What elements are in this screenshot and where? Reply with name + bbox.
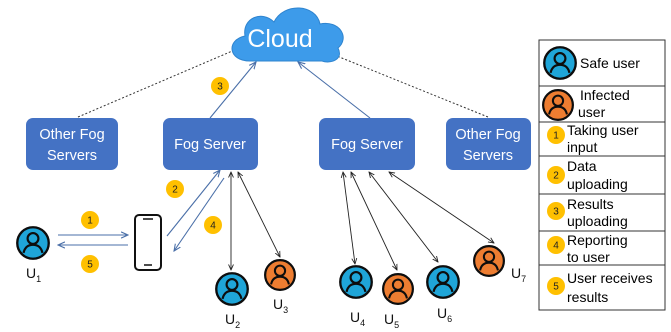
svg-text:1: 1 <box>553 131 559 142</box>
legend-step1-line2: input <box>567 139 597 155</box>
svg-text:3: 3 <box>217 82 223 93</box>
server-label-line1: Other Fog <box>455 127 520 143</box>
user-u3: U3 <box>264 259 296 315</box>
fog-u4-link <box>343 172 355 264</box>
svg-text:2: 2 <box>172 185 178 196</box>
step-badge-4: 4 <box>204 216 222 234</box>
svg-text:1: 1 <box>87 216 93 227</box>
svg-text:4: 4 <box>553 241 559 252</box>
user-u2: U2 <box>215 272 249 330</box>
infected-user-icon <box>264 259 296 291</box>
other-right-to-cloud-link <box>321 49 489 118</box>
infected-user-icon <box>382 273 414 305</box>
fog-left-to-cloud-arrow <box>209 62 256 119</box>
user-label: U3 <box>273 296 288 315</box>
fog-u6-link <box>369 172 438 262</box>
legend: Safe user Infected user 1 Taking user in… <box>538 39 666 311</box>
legend-step5-line2: results <box>567 289 608 305</box>
legend-step1-line1: Taking user <box>567 122 639 138</box>
other-fog-servers-right: Other Fog Servers <box>446 118 531 170</box>
step-badge-1: 1 <box>81 211 99 229</box>
fog-to-phone-arrow <box>174 177 225 251</box>
legend-badge-5 <box>547 277 565 295</box>
user-u7: U7 <box>473 245 526 284</box>
legend-step3-line2: uploading <box>567 213 628 229</box>
other-fog-servers-left: Other Fog Servers <box>26 118 118 170</box>
legend-step4-line2: to user <box>567 249 610 265</box>
user-u5: U5 <box>382 273 414 330</box>
svg-text:5: 5 <box>87 260 93 271</box>
fog-server-left: Fog Server <box>163 118 258 170</box>
user-u1: U1 <box>16 226 50 284</box>
server-label: Fog Server <box>331 137 403 153</box>
legend-step4-line1: Reporting <box>567 232 628 248</box>
legend-step2-line2: uploading <box>567 176 628 192</box>
svg-text:3: 3 <box>553 207 559 218</box>
fog-u3-link <box>238 172 280 257</box>
legend-badge-1 <box>547 126 565 144</box>
legend-step3-line1: Results <box>567 196 614 212</box>
legend-infected-line2: user <box>578 104 606 120</box>
safe-user-icon <box>543 46 577 80</box>
user-label: U2 <box>225 311 240 330</box>
server-label: Fog Server <box>174 137 246 153</box>
safe-user-icon <box>426 265 460 299</box>
fog-server-right: Fog Server <box>319 118 415 170</box>
fog-u7-link <box>389 172 494 243</box>
legend-step5-line1: User receives <box>567 270 653 286</box>
smartphone-icon <box>134 214 162 271</box>
infected-user-icon <box>473 245 505 277</box>
user-label: U6 <box>437 305 452 324</box>
svg-text:2: 2 <box>553 171 559 182</box>
cloud-shape <box>231 7 344 63</box>
legend-badge-4 <box>547 236 565 254</box>
user-u6: U6 <box>426 265 460 324</box>
fog-right-to-cloud-arrow <box>298 62 371 119</box>
legend-infected-line1: Infected <box>580 87 630 103</box>
user-label: U1 <box>26 265 41 284</box>
safe-user-icon <box>16 226 50 260</box>
legend-safe-label: Safe user <box>580 55 640 71</box>
server-label-line1: Other Fog <box>39 127 104 143</box>
server-label-line2: Servers <box>463 148 513 164</box>
safe-user-icon <box>339 265 373 299</box>
phone-to-fog-arrow <box>166 170 220 237</box>
cloud-node: Cloud <box>231 7 344 63</box>
svg-text:4: 4 <box>210 221 216 232</box>
cloud-label: Cloud <box>247 25 312 53</box>
server-box <box>446 118 531 170</box>
step-badge-3: 3 <box>211 77 229 95</box>
user-label: U4 <box>350 309 365 328</box>
step-badge-2: 2 <box>166 180 184 198</box>
user-label: U7 <box>511 265 526 284</box>
legend-badge-2 <box>547 166 565 184</box>
server-box <box>163 118 258 170</box>
legend-step2-line1: Data <box>567 158 597 174</box>
user-label: U5 <box>384 311 399 330</box>
server-box <box>26 118 118 170</box>
server-box <box>319 118 415 170</box>
svg-text:5: 5 <box>553 282 559 293</box>
server-label-line2: Servers <box>47 148 97 164</box>
step-badge-5: 5 <box>81 255 99 273</box>
user-u4: U4 <box>339 265 373 328</box>
safe-user-icon <box>215 272 249 306</box>
legend-badge-3 <box>547 202 565 220</box>
fog-u5-link <box>351 172 397 270</box>
infected-user-icon <box>542 89 574 121</box>
